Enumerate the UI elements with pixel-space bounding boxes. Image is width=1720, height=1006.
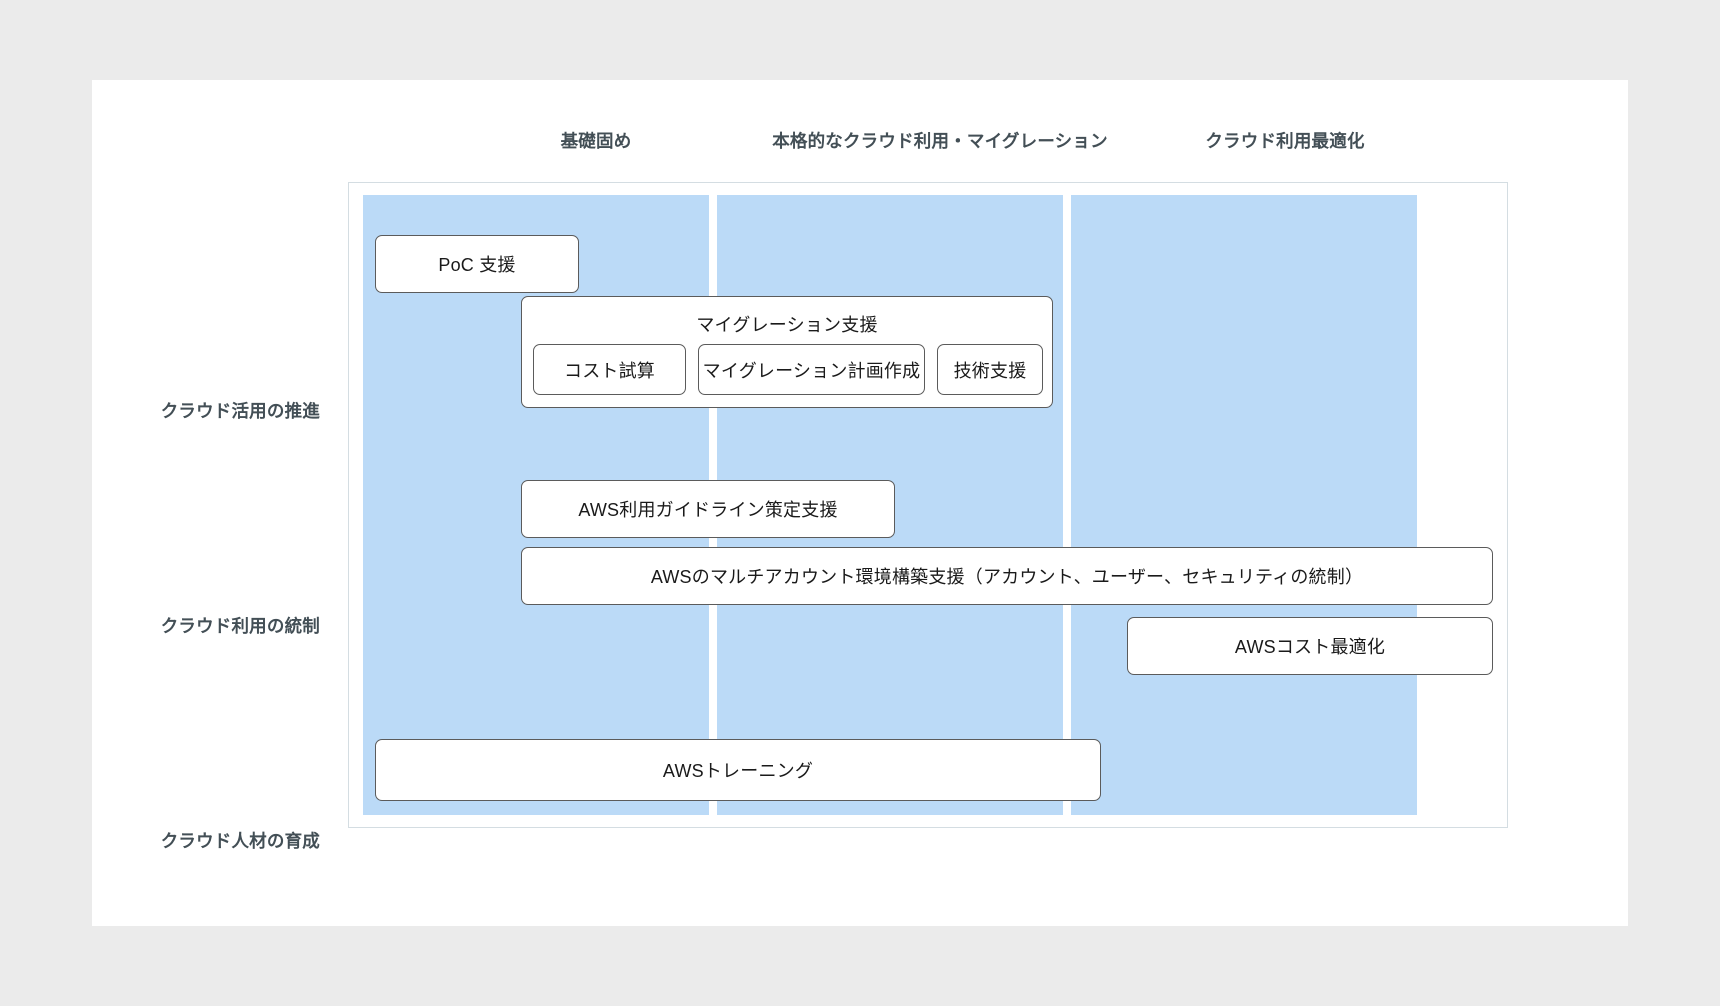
node-aws-multiaccount[interactable]: AWSのマルチアカウント環境構築支援（アカウント、ユーザー、セキュリティの統制） [521,547,1493,605]
node-technical-support-label: 技術支援 [953,360,1027,381]
row-label-governance: クラウド利用の統制 [92,613,320,638]
node-aws-cost-optimization-label: AWSコスト最適化 [1234,637,1386,657]
diagram-frame: PoC 支援 マイグレーション支援 コスト試算 マイグレーション計画作成 技術支… [348,182,1508,828]
node-cost-estimate-label: コスト試算 [564,360,655,381]
node-aws-training[interactable]: AWSトレーニング [375,739,1101,801]
node-poc-support-label: PoC 支援 [438,255,516,275]
node-aws-cost-optimization[interactable]: AWSコスト最適化 [1127,617,1493,675]
column-header-optimization-label: クラウド利用最適化 [1205,131,1365,151]
group-migration-support-title-text: マイグレーション支援 [696,315,878,335]
node-poc-support[interactable]: PoC 支援 [375,235,579,293]
node-technical-support[interactable]: 技術支援 [937,344,1043,395]
row-label-promotion: クラウド活用の推進 [92,398,320,423]
phase-band-optimization [1071,195,1417,815]
row-label-promotion-text: クラウド活用の推進 [160,401,320,421]
column-header-optimization: クラウド利用最適化 [1135,128,1435,153]
node-aws-guideline[interactable]: AWS利用ガイドライン策定支援 [521,480,895,538]
node-migration-plan[interactable]: マイグレーション計画作成 [698,344,925,395]
node-aws-training-label: AWSトレーニング [662,761,814,781]
group-migration-support-title: マイグレーション支援 [522,311,1052,337]
node-cost-estimate[interactable]: コスト試算 [533,344,686,395]
group-migration-support[interactable]: マイグレーション支援 コスト試算 マイグレーション計画作成 技術支援 [521,296,1053,408]
node-aws-guideline-label: AWS利用ガイドライン策定支援 [578,500,838,520]
node-migration-plan-label: マイグレーション計画作成 [702,360,921,381]
row-label-governance-text: クラウド利用の統制 [160,616,320,636]
column-header-foundation: 基礎固め [446,128,746,153]
column-header-foundation-label: 基礎固め [560,131,632,151]
column-headers: 基礎固め 本格的なクラウド利用・マイグレーション クラウド利用最適化 [348,128,1508,166]
row-label-talent: クラウド人材の育成 [92,828,320,853]
slide-card: 基礎固め 本格的なクラウド利用・マイグレーション クラウド利用最適化 クラウド活… [92,80,1628,926]
column-header-migration: 本格的なクラウド利用・マイグレーション [740,128,1140,153]
node-aws-multiaccount-label: AWSのマルチアカウント環境構築支援（アカウント、ユーザー、セキュリティの統制） [650,567,1364,587]
column-header-migration-label: 本格的なクラウド利用・マイグレーション [772,131,1108,151]
row-label-talent-text: クラウド人材の育成 [160,831,320,851]
